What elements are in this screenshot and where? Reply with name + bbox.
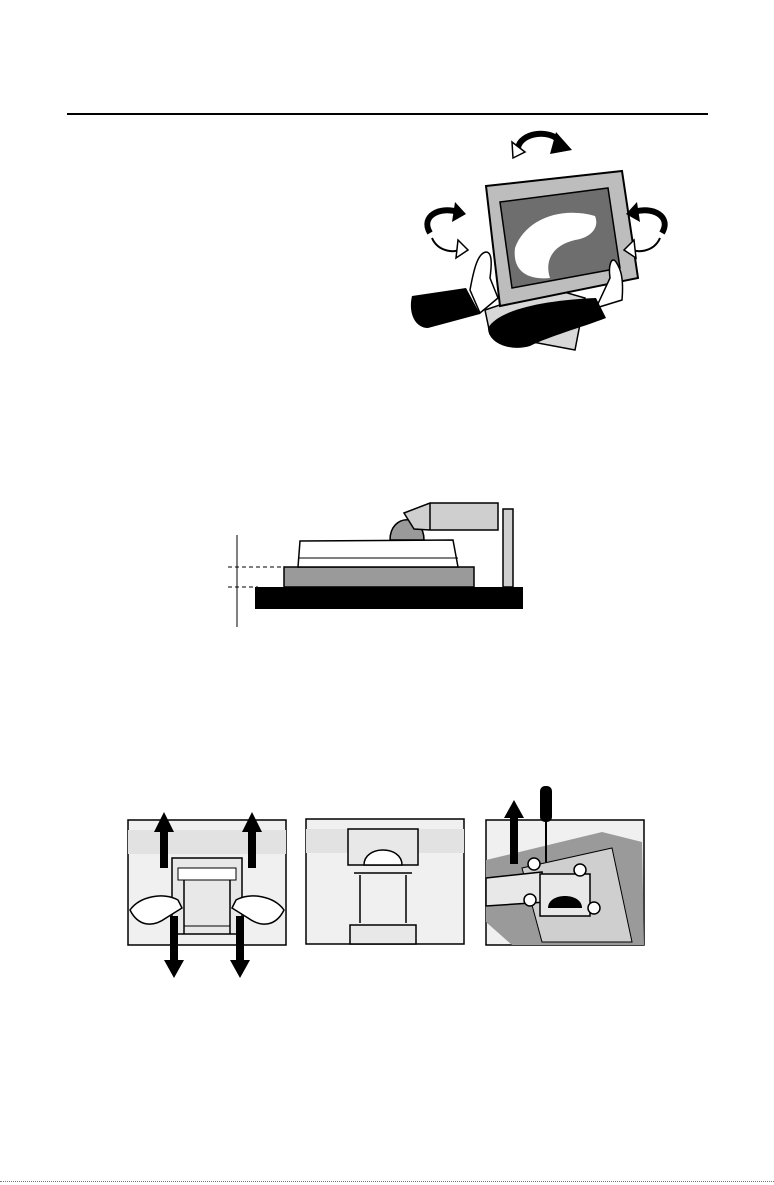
stand-release-hands-illustration — [120, 808, 295, 983]
page-bottom-edge — [0, 1181, 774, 1182]
stand-screw-removal-illustration — [482, 782, 650, 952]
monitor-base-side-view-illustration — [218, 495, 530, 630]
monitor-tilt-swivel-illustration — [400, 128, 690, 360]
header-rule — [67, 113, 708, 115]
stand-rear-view-illustration — [302, 815, 470, 950]
